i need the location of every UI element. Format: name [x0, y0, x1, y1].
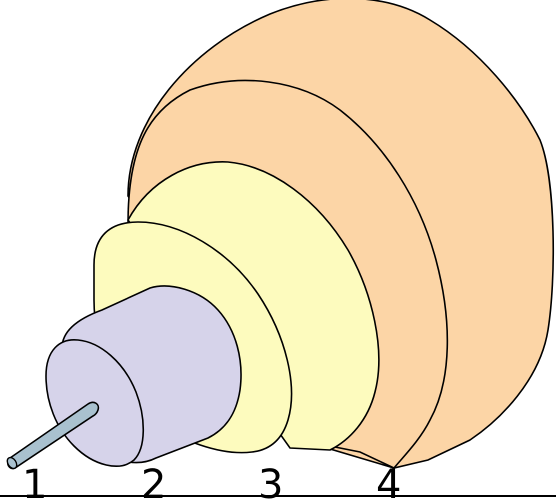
layer-label-1: 1: [22, 462, 47, 504]
fiber-core-tip: [6, 456, 18, 470]
layer-label-4: 4: [376, 462, 401, 504]
fiber-core-layer: [6, 401, 100, 470]
layer-label-3: 3: [258, 462, 283, 504]
layer-label-2: 2: [141, 462, 166, 504]
